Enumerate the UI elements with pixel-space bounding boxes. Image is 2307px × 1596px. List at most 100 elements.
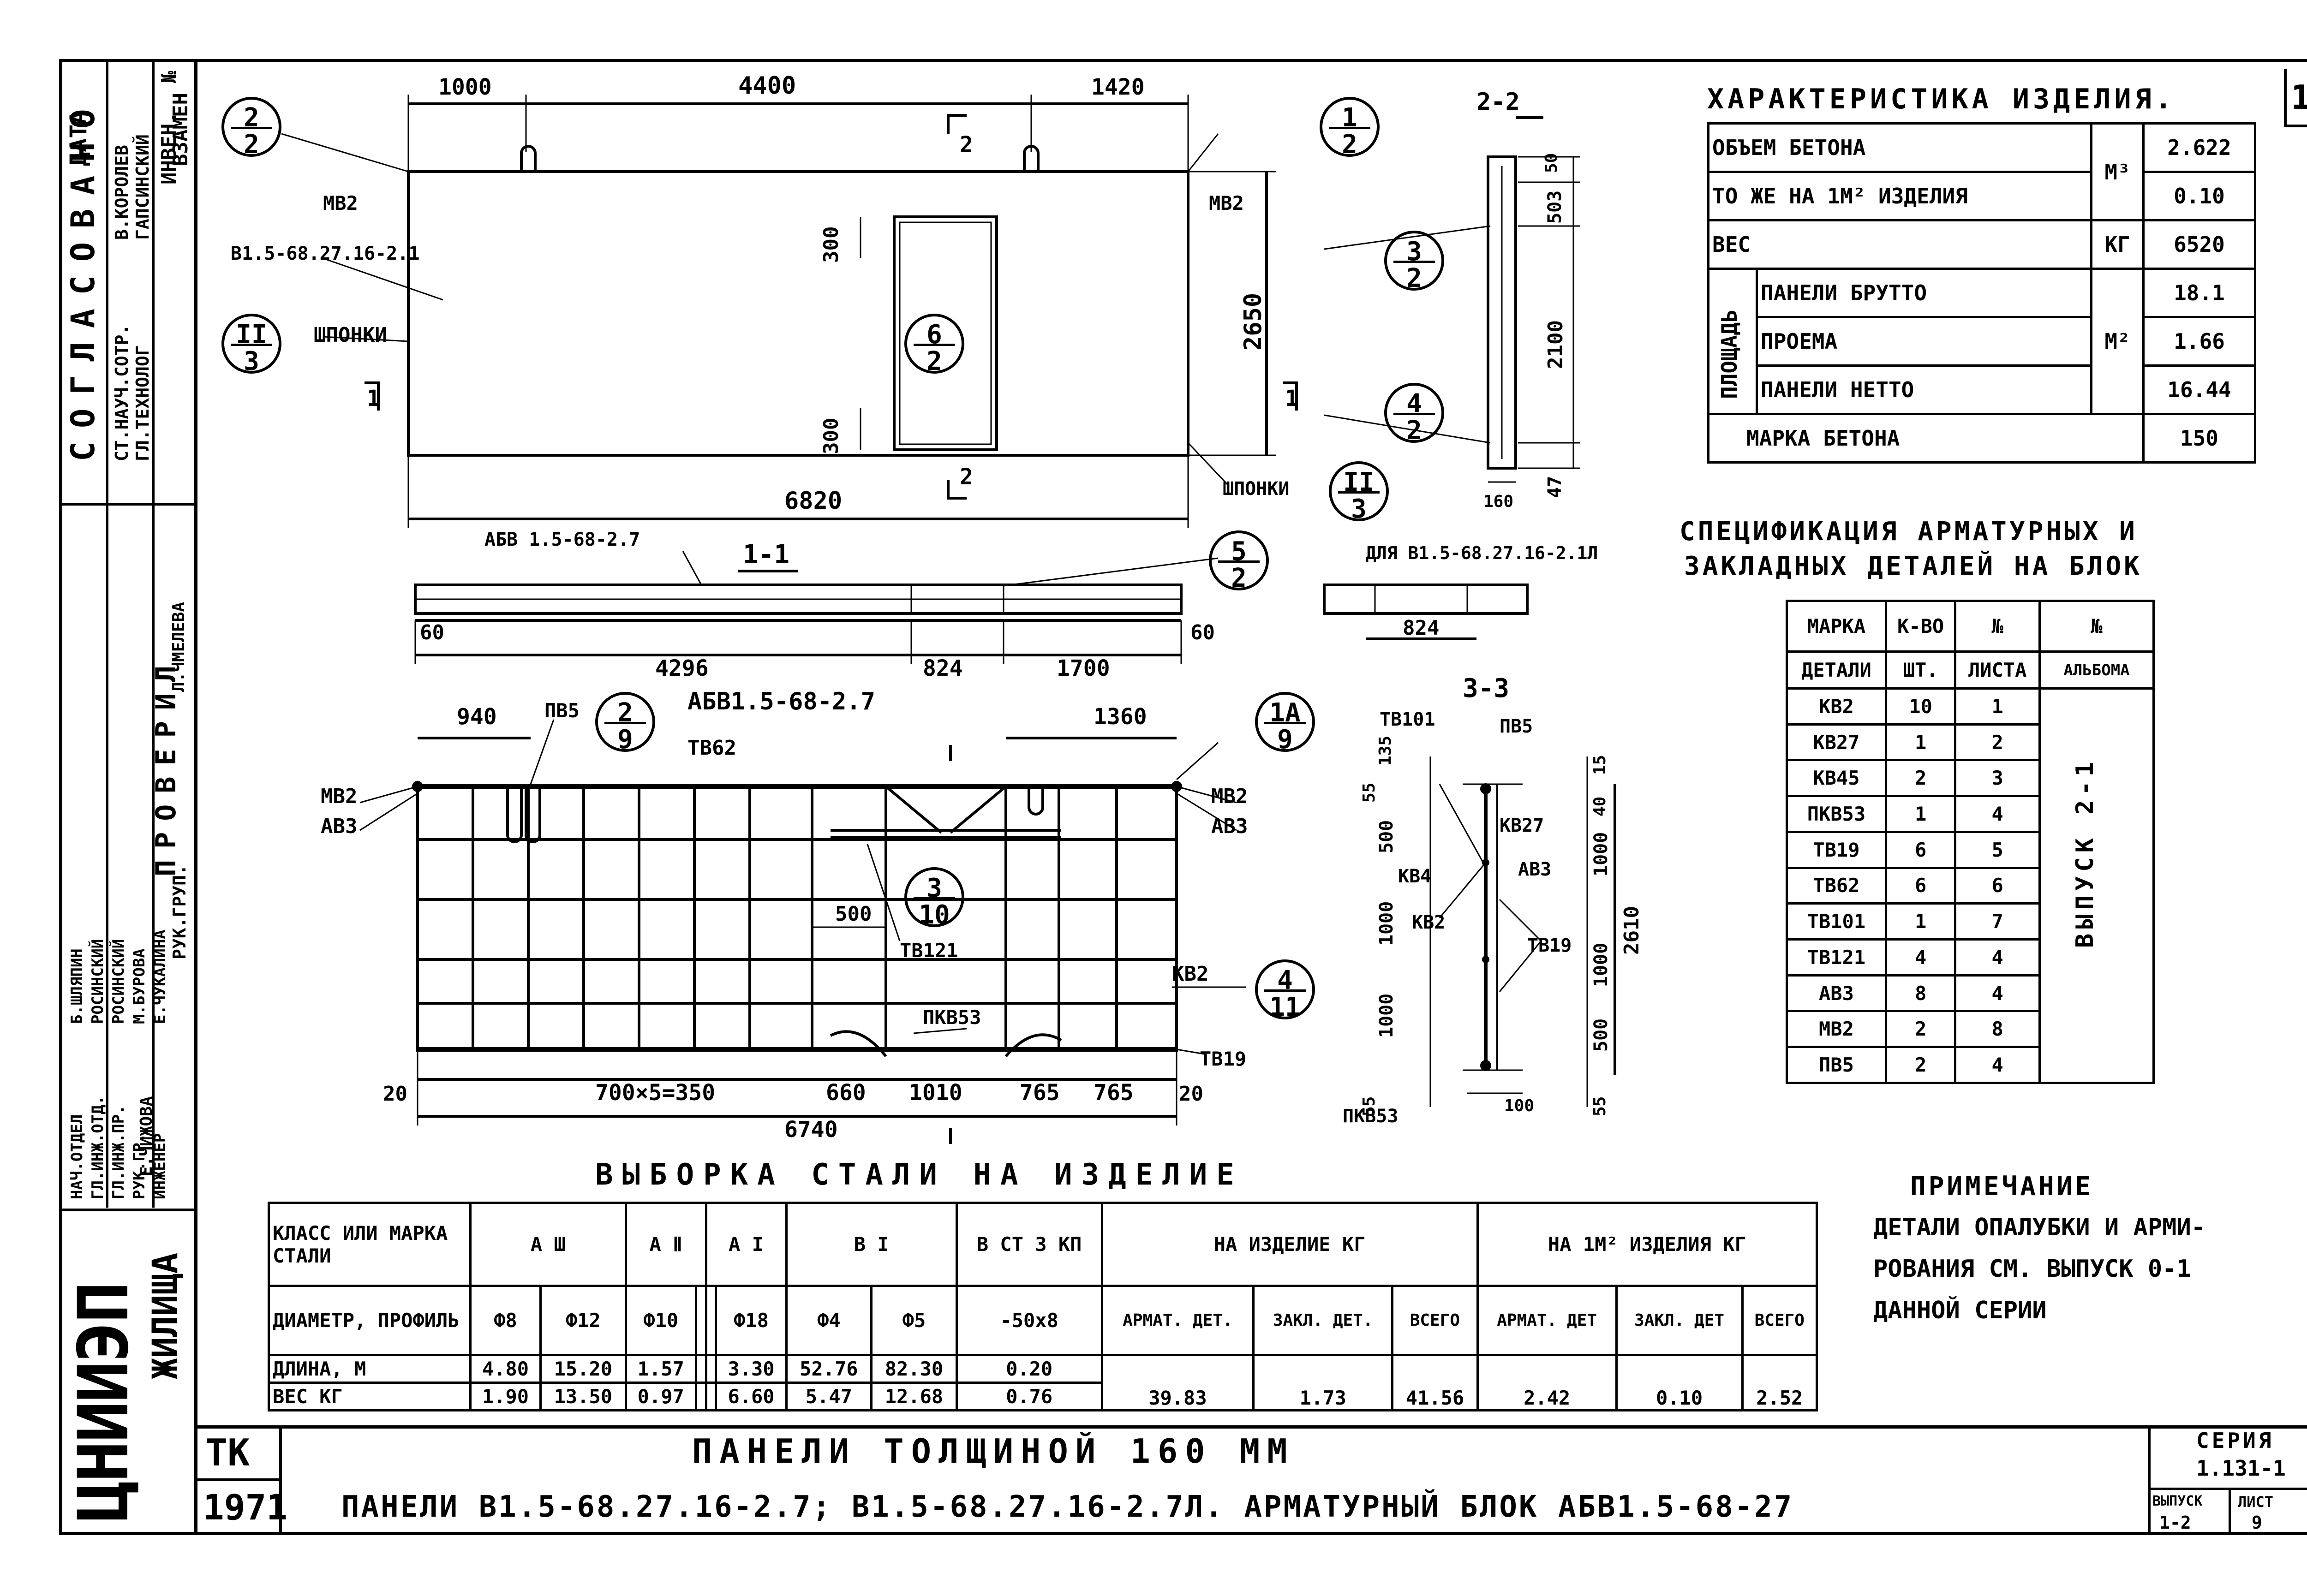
label-33: КВ2	[1412, 912, 1446, 933]
dim-top-2: 4400	[738, 72, 796, 100]
char-value: 16.44	[2142, 364, 2257, 415]
sheet-label: ЛИСТ	[2238, 1493, 2274, 1511]
char-value: 1.66	[2142, 316, 2257, 367]
label-block: МВ2	[321, 785, 358, 808]
spec-cell: 5	[1954, 830, 2041, 869]
spec-cell: 2	[1884, 759, 1957, 798]
section-2-2-title: 2-2	[1476, 88, 1520, 116]
steel-diam: -50х8	[955, 1285, 1103, 1356]
dim-33: 500	[1590, 1018, 1612, 1052]
spec-cell: КВ45	[1786, 759, 1887, 798]
char-label: ПРОЕМА	[1755, 316, 2093, 367]
label-block: АВ3	[1211, 815, 1248, 838]
spec-cell: КВ27	[1786, 723, 1887, 762]
dim-500: 500	[835, 902, 872, 926]
char-label: ОБЪЕМ БЕТОНА	[1707, 122, 2093, 173]
dim-11: 824	[923, 655, 963, 681]
sheet-value: 9	[2252, 1513, 2262, 1533]
page-number-box	[2284, 69, 2307, 127]
steel-cell: 6.60	[715, 1382, 788, 1411]
dim-block-bottom: 765	[1094, 1080, 1134, 1106]
label-33: ТВ19	[1527, 935, 1572, 956]
dim-11: 4296	[655, 655, 709, 681]
dim-11: 60	[1190, 621, 1215, 644]
dim-22: 503	[1544, 190, 1566, 224]
char-value: 18.1	[2142, 268, 2257, 318]
char-value: 150	[2142, 413, 2257, 464]
spec-cell: 4	[1954, 795, 2041, 833]
steel-sub: ВСЕГО	[1391, 1285, 1479, 1356]
year: 1971	[203, 1487, 288, 1528]
spec-header: №	[2038, 600, 2155, 653]
steel-header: КЛАСС ИЛИ МАРКА СТАЛИ	[268, 1202, 472, 1287]
sheet-title: ПАНЕЛИ ТОЛЩИНОЙ 160 ММ	[692, 1432, 1295, 1471]
steel-cell: 1.90	[469, 1382, 542, 1411]
steel-header: НА ИЗДЕЛИЕ КГ	[1100, 1202, 1479, 1287]
issue-value: 1-2	[2159, 1513, 2191, 1533]
spec-cell: 6	[1884, 830, 1957, 869]
label-mv2: МВ2	[323, 192, 358, 214]
spec-cell: ПКВ53	[1786, 795, 1887, 833]
char-label: ПАНЕЛИ БРУТТО	[1755, 268, 2093, 318]
block-title: АБВ1.5-68-2.7	[687, 688, 875, 715]
steel-class: А I	[705, 1202, 788, 1287]
label-shponki: ШПОНКИ	[314, 323, 387, 347]
label-33: АВ3	[1518, 859, 1552, 880]
dim-height: 2650	[1239, 292, 1267, 351]
label-block: АВ3	[321, 815, 358, 838]
steel-cell: 4.80	[469, 1354, 542, 1384]
spec-header: ДЕТАЛИ	[1786, 650, 1887, 690]
char-label: ПАНЕЛИ НЕТТО	[1755, 364, 2093, 415]
spec-cell: 4	[1884, 938, 1957, 977]
dim-33-bottom: 100	[1504, 1096, 1535, 1115]
note-line: РОВАНИЯ СМ. ВЫПУСК 0-1	[1873, 1255, 2191, 1283]
char-value: 2.622	[2142, 122, 2257, 173]
issue-label: ВЫПУСК	[2152, 1493, 2203, 1509]
steel-total: 1.73	[1252, 1354, 1394, 1411]
dim-22: 47	[1544, 476, 1566, 498]
panel-opening	[893, 215, 998, 451]
steel-cell: 0.97	[624, 1382, 697, 1411]
series-label: СЕРИЯ	[2196, 1428, 2274, 1453]
spec-cell: ТВ121	[1786, 938, 1887, 977]
steel-diam: Ф5	[870, 1285, 958, 1356]
spec-cell: 6	[1954, 866, 2041, 905]
steel-total: 0.10	[1615, 1354, 1744, 1411]
steel-sub: АРМАТ. ДЕТ	[1476, 1285, 1618, 1356]
spec-cell: 1	[1954, 687, 2041, 726]
steel-class: В СТ 3 КП	[955, 1202, 1103, 1287]
spec-cell: 8	[1954, 1010, 2041, 1048]
dim-33: 55	[1360, 782, 1379, 803]
steel-cell	[694, 1382, 707, 1411]
label-section-l: ДЛЯ В1.5-68.27.16-2.1Л	[1366, 543, 1598, 563]
steel-class: В I	[785, 1202, 958, 1287]
spec-cell: 1	[1884, 723, 1957, 762]
tk-label: ТК	[205, 1431, 250, 1474]
label-33: КВ4	[1398, 866, 1432, 887]
dim-block-top: 940	[457, 704, 497, 730]
dim-22: 2100	[1544, 320, 1567, 369]
label-block: ТВ62	[687, 736, 736, 760]
steel-cell: 52.76	[785, 1354, 873, 1384]
steel-total: 2.52	[1741, 1354, 1818, 1411]
dim-opening-bottom: 300	[819, 417, 843, 454]
steel-diam: Ф4	[785, 1285, 873, 1356]
label-block: ТВ19	[1200, 1048, 1247, 1070]
spec-title: СПЕЦИФИКАЦИЯ АРМАТУРНЫХ И	[1679, 517, 2138, 547]
dim-33: 40	[1590, 796, 1609, 816]
label-33: ТВ101	[1380, 709, 1435, 730]
dim-block-bottom: 765	[1020, 1080, 1060, 1106]
steel-sub: ВСЕГО	[1741, 1285, 1818, 1356]
dim-11: 60	[420, 621, 444, 644]
label-33: ПВ5	[1500, 716, 1533, 737]
